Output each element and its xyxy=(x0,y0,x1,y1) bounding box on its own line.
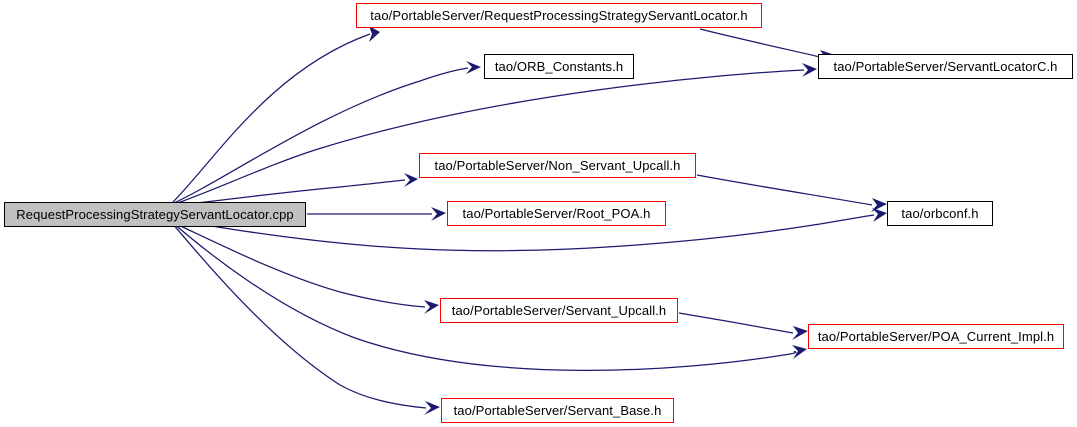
node-orbconf-h[interactable]: tao/orbconf.h xyxy=(887,201,993,226)
edge-root-to-servant-locator-c xyxy=(171,63,817,206)
node-label: tao/ORB_Constants.h xyxy=(494,59,624,74)
node-non-servant-upcall-h[interactable]: tao/PortableServer/Non_Servant_Upcall.h xyxy=(419,153,696,178)
node-servant-base-h[interactable]: tao/PortableServer/Servant_Base.h xyxy=(441,398,674,423)
node-poa-current-impl-h[interactable]: tao/PortableServer/POA_Current_Impl.h xyxy=(808,324,1064,349)
node-label: tao/PortableServer/POA_Current_Impl.h xyxy=(817,329,1055,344)
node-orb-constants-h[interactable]: tao/ORB_Constants.h xyxy=(484,54,634,79)
node-root-poa-h[interactable]: tao/PortableServer/Root_POA.h xyxy=(447,201,666,226)
node-label: RequestProcessingStrategyServantLocator.… xyxy=(16,207,294,222)
edge-non-servant-upcall-to-orbconf xyxy=(696,174,887,212)
node-label: tao/PortableServer/Servant_Upcall.h xyxy=(451,303,667,318)
node-root[interactable]: RequestProcessingStrategyServantLocator.… xyxy=(4,202,306,227)
node-label: tao/PortableServer/Servant_Base.h xyxy=(453,403,662,418)
edge-root-to-servant-base xyxy=(171,222,440,415)
node-servant-locator-c-h[interactable]: tao/PortableServer/ServantLocatorC.h xyxy=(818,54,1073,79)
node-label: tao/PortableServer/Non_Servant_Upcall.h xyxy=(434,158,681,173)
edge-servant-upcall-to-poa-current-impl xyxy=(678,312,808,340)
node-request-processing-strategy-servant-locator-h[interactable]: tao/PortableServer/RequestProcessingStra… xyxy=(356,3,762,28)
node-label: tao/orbconf.h xyxy=(901,206,979,221)
node-label: tao/PortableServer/RequestProcessingStra… xyxy=(370,8,748,23)
node-servant-upcall-h[interactable]: tao/PortableServer/Servant_Upcall.h xyxy=(440,298,678,323)
edge-root-to-servant-upcall xyxy=(171,221,439,314)
edge-root-to-rpssl-h xyxy=(171,26,380,204)
edge-rpssl-h-to-servant-locator-c xyxy=(699,28,835,63)
edge-root-to-orb-constants xyxy=(171,61,481,205)
edge-root-to-root-poa xyxy=(307,207,446,221)
node-label: tao/PortableServer/Root_POA.h xyxy=(462,206,651,221)
edge-root-to-poa-current-impl xyxy=(171,221,807,371)
node-label: tao/PortableServer/ServantLocatorC.h xyxy=(833,59,1058,74)
